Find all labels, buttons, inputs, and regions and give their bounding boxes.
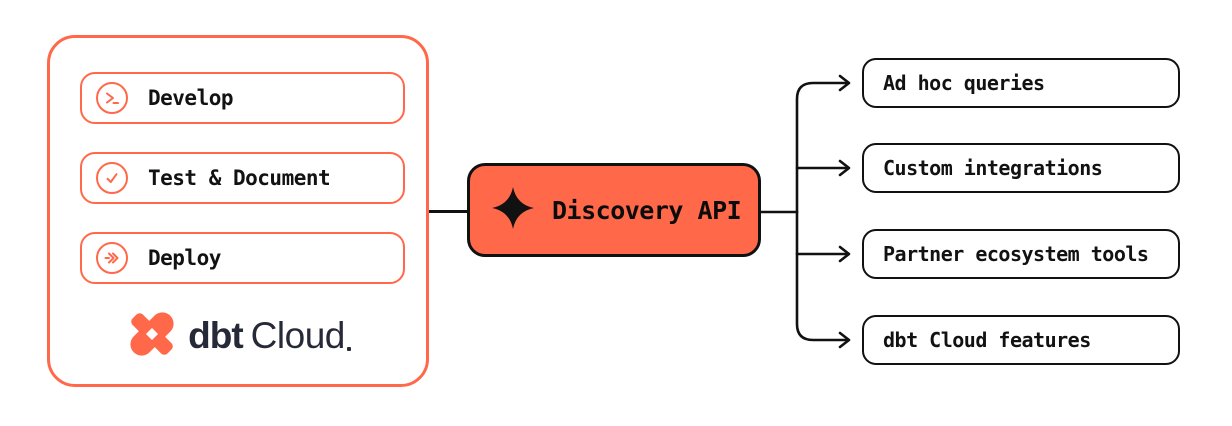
check-circle-icon	[96, 162, 128, 194]
consumer-ad-hoc-queries: Ad hoc queries	[862, 58, 1180, 108]
step-label: Test & Document	[148, 166, 331, 190]
api-node-label: Discovery API	[552, 195, 742, 225]
step-develop: Develop	[80, 72, 405, 124]
logo-text-cloud: Cloud	[250, 315, 346, 356]
step-label: Deploy	[148, 246, 221, 270]
consumer-partner-ecosystem-tools: Partner ecosystem tools	[862, 229, 1180, 279]
consumer-label: Ad hoc queries	[883, 71, 1045, 95]
consumer-custom-integrations: Custom integrations	[862, 143, 1180, 193]
connector-panel-to-api	[429, 210, 467, 213]
step-test-document: Test & Document	[80, 152, 405, 204]
consumer-label: dbt Cloud features	[883, 328, 1091, 352]
consumer-label: Custom integrations	[883, 156, 1103, 180]
dbt-logo-mark	[125, 307, 179, 365]
deploy-arrow-icon	[96, 242, 128, 274]
sparkle-icon	[491, 186, 535, 234]
consumer-label: Partner ecosystem tools	[883, 242, 1149, 266]
step-deploy: Deploy	[80, 232, 405, 284]
dbt-cloud-panel: Develop Test & Document Deploy	[47, 35, 429, 387]
logo-text-dbt: dbt	[188, 315, 244, 356]
discovery-api-node: Discovery API	[467, 163, 761, 257]
step-label: Develop	[148, 86, 234, 110]
consumer-dbt-cloud-features: dbt Cloud features	[862, 315, 1180, 365]
terminal-prompt-icon	[96, 82, 128, 114]
dbt-cloud-logo: dbt Cloud	[50, 306, 426, 366]
connector-api-fanout	[760, 74, 851, 349]
trademark-dot	[346, 347, 351, 351]
